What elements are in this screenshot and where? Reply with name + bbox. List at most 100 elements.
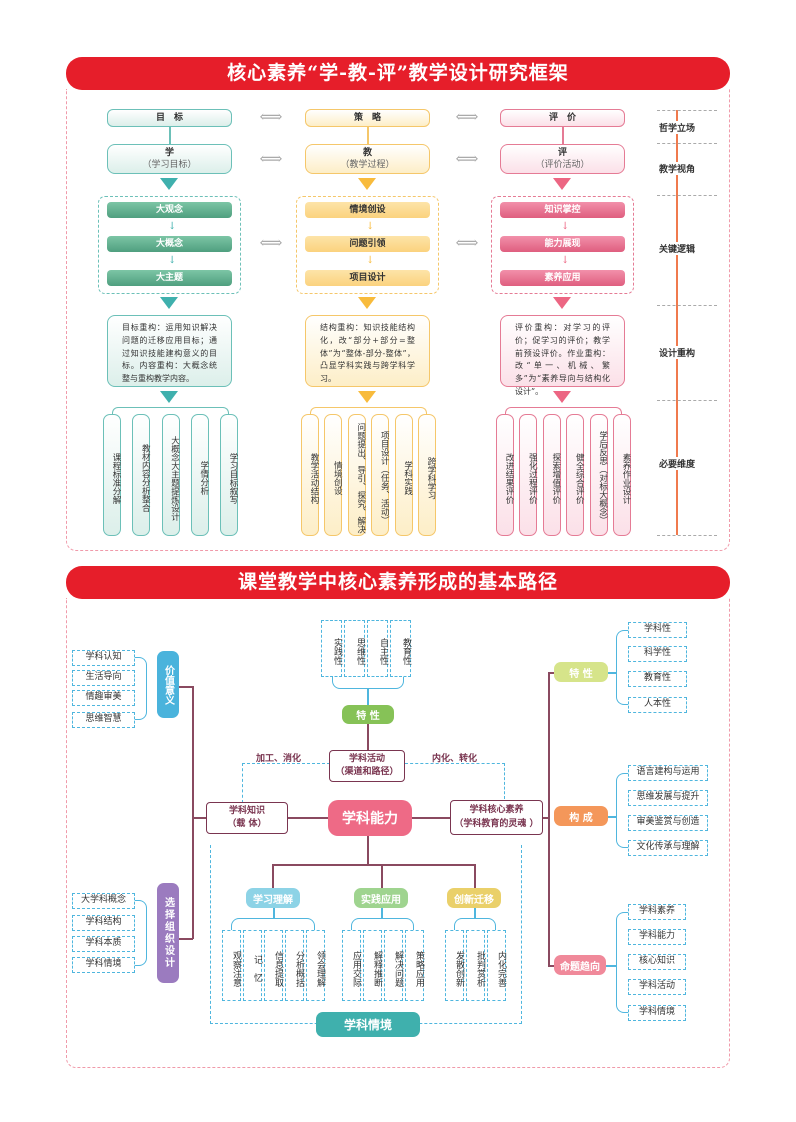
- connector: [381, 864, 383, 888]
- double-arrow-icon: ⟺: [259, 107, 283, 126]
- down-triangle-icon: [160, 297, 178, 309]
- literacy-item: 教育性: [628, 671, 687, 687]
- connector: [169, 127, 171, 144]
- logic-group: [98, 196, 241, 294]
- edge-label-internalize: 内化、转化: [432, 754, 478, 764]
- connector: [367, 127, 369, 144]
- column-header: 评 价: [500, 109, 625, 127]
- level-divider: [657, 400, 717, 401]
- ability-item: 分析概括: [285, 930, 304, 1001]
- level-philosophy: 哲学立场: [647, 121, 707, 134]
- column-main-box: 学 （学习目标）: [107, 144, 232, 174]
- arrow-knowledge-ability: [288, 817, 328, 819]
- arrow-down-icon: ↓: [366, 221, 375, 232]
- dimension-box: 教学活动结构: [301, 414, 319, 536]
- bracket: [616, 912, 628, 1013]
- level-redesign: 设计重构: [647, 346, 707, 359]
- column-main-box: 教（教学过程）: [305, 144, 430, 174]
- connector: [606, 965, 616, 967]
- logic-step: 知识掌控: [500, 202, 625, 218]
- ability-item: 策略应用: [405, 930, 424, 1001]
- dimension-box: 学后反思（对标大概念）: [589, 414, 608, 536]
- arrow-down-icon: ↓: [168, 221, 177, 232]
- edge-knowledge-activity: [242, 763, 330, 803]
- double-arrow-icon: ⟺: [455, 149, 479, 168]
- literacy-item: 学科情境: [628, 1005, 686, 1021]
- edge-activity-literacy: [405, 763, 505, 799]
- design-item: 学科本质: [72, 936, 135, 952]
- value-item: 学科认知: [72, 650, 135, 666]
- down-triangle-icon: [160, 178, 178, 190]
- section1-title: 核心素养“学-教-评”教学设计研究框架: [66, 57, 730, 90]
- subject-activity-box[interactable]: 学科活动（渠道和路径）: [329, 750, 405, 782]
- connector: [381, 908, 383, 918]
- connector: [548, 965, 554, 967]
- double-arrow-icon: ⟺: [455, 107, 479, 126]
- bracket: [332, 677, 404, 689]
- dimension-box: 情境创设: [324, 414, 343, 536]
- connector: [178, 938, 193, 940]
- main-label: 评: [557, 147, 567, 158]
- design-item: 大学科概念: [72, 893, 135, 909]
- connector: [608, 816, 616, 818]
- ability-item: 信息提取: [264, 930, 283, 1001]
- literacy-item: 学科性: [628, 622, 687, 638]
- logic-step: 项目设计: [305, 270, 430, 286]
- double-arrow-icon: ⟺: [455, 233, 479, 252]
- ability-item: 记 忆: [243, 930, 262, 1001]
- down-triangle-icon: [553, 297, 571, 309]
- bracket: [616, 630, 628, 705]
- subject-knowledge-box[interactable]: 学科知识（载 体）: [206, 802, 288, 834]
- bracket: [231, 918, 315, 930]
- down-triangle-icon: [553, 391, 571, 403]
- bracket: [505, 407, 622, 415]
- design-item: 学科结构: [72, 915, 135, 931]
- connector: [474, 908, 476, 918]
- level-axis-line: [676, 110, 678, 535]
- ability-item: 应用交际: [342, 930, 361, 1001]
- literacy-item: 学科活动: [628, 979, 686, 995]
- connector: [367, 724, 369, 750]
- subject-ability-box[interactable]: 学科能力: [328, 800, 412, 836]
- ability-pill: 学习理解: [246, 888, 300, 908]
- value-item: 思维智慧: [72, 712, 135, 728]
- subject-context-box[interactable]: 学科情境: [316, 1012, 420, 1037]
- main-label: 学: [164, 147, 174, 158]
- logic-step: 大概念: [107, 236, 232, 252]
- right-spine: [548, 672, 550, 966]
- core-literacy-box[interactable]: 学科核心素养（学科教育的灵魂 ）: [450, 800, 543, 835]
- ability-pill: 创新迁移: [447, 888, 501, 908]
- design-pill: 选择组织设计: [157, 883, 179, 983]
- connector: [178, 686, 193, 688]
- section2-title: 课堂教学中核心素养形成的基本路径: [66, 566, 730, 599]
- knowledge-title: 学科知识: [228, 805, 265, 816]
- column-main-box: 评（评价活动）: [500, 144, 625, 174]
- literacy-item: 科学性: [628, 646, 687, 662]
- arrow-down-icon: ↓: [168, 255, 177, 266]
- literacy-group-pill: 命题趋向: [554, 955, 606, 975]
- column-header: 目 标: [107, 109, 232, 127]
- connector: [192, 817, 206, 819]
- ability-item: 解释推断: [363, 930, 382, 1001]
- dimension-box: 项目设计（任务、活动）: [371, 414, 390, 536]
- ability-item: 批判赏析: [466, 930, 485, 1001]
- literacy-item: 语言建构与运用: [628, 765, 708, 781]
- ability-item: 内化完善: [487, 930, 506, 1001]
- value-item: 情趣审美: [72, 690, 135, 706]
- level-perspective: 教学视角: [647, 162, 707, 175]
- ability-item: 发散创新: [445, 930, 464, 1001]
- literacy-item: 文化传承与理解: [628, 840, 708, 856]
- dimension-box: 问题提出、导引、探究、解决: [347, 414, 366, 536]
- activity-trait-item: 自主性: [367, 620, 388, 677]
- literacy-group-pill: 特 性: [554, 662, 608, 682]
- redesign-text: 目标重构：运用知识解决问题的迁移应用目标；通过知识技能建构意义的目标。内容重构：…: [107, 315, 232, 387]
- literacy-item: 学科能力: [628, 929, 686, 945]
- main-sublabel: （学习目标）: [142, 160, 197, 170]
- connector: [367, 689, 369, 705]
- dimension-box: 跨学科学习: [418, 414, 436, 536]
- edge-label-process: 加工、消化: [256, 754, 302, 764]
- dimension-box: 健全综合评价: [566, 414, 585, 536]
- logic-step: 素养应用: [500, 270, 625, 286]
- activity-trait-item: 思维性: [344, 620, 365, 677]
- dimension-box: 课程标准分解: [103, 414, 121, 536]
